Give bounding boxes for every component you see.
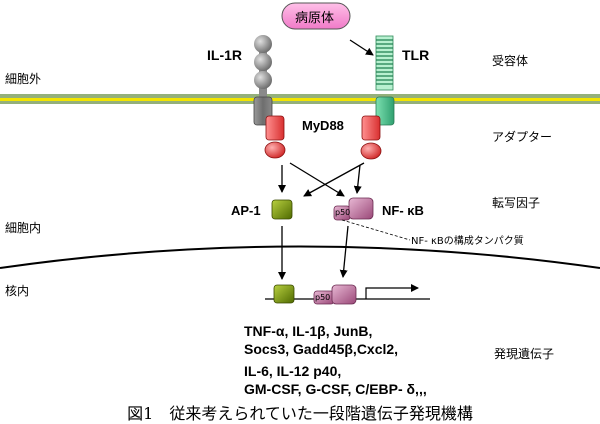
- nuclear-import-arrows: [278, 225, 349, 280]
- arrow-pathogen-to-tlr: [349, 39, 374, 56]
- receptor-category-label: 受容体: [492, 54, 529, 68]
- gene-line-2: Socs3, Gadd45β,Cxcl2,: [244, 341, 399, 357]
- ap1-protein: [271, 199, 293, 220]
- figure-caption: 図1 従来考えられていた一段階遺伝子発現機構: [127, 404, 473, 423]
- il1r-label: IL-1R: [207, 47, 242, 63]
- tlr-receptor: [375, 35, 395, 126]
- gene-list: TNF-α, IL-1β, JunB, Socs3, Gadd45β,Cxcl2…: [244, 322, 398, 358]
- gene-line-3: IL-6, IL-12 p40,: [244, 363, 342, 379]
- gene-expression-category-label: 発現遺伝子: [494, 347, 555, 361]
- il1r-receptor: [253, 35, 273, 126]
- cell-membrane: [0, 94, 600, 104]
- gene-line-4: GM-CSF, G-CSF, C/EBP- δ,,,: [244, 381, 427, 397]
- pathogen-node: [281, 2, 351, 30]
- signal-arrows: [278, 162, 365, 197]
- annotation-leader: [341, 219, 411, 241]
- extracellular-label: 細胞外: [5, 72, 42, 86]
- nucleus-label: 核内: [5, 284, 30, 298]
- transcription-factor-category-label: 転写因子: [492, 196, 541, 210]
- nfkb-component-annotation: NF- κBの構成タンパク質: [411, 236, 524, 247]
- p50-label-cytoplasm: p50: [335, 208, 351, 217]
- nfkb-complex: [333, 197, 374, 221]
- p50-label-nucleus: p50: [315, 293, 331, 302]
- nuclear-membrane: [0, 245, 600, 269]
- myd88-label: MyD88: [302, 118, 344, 133]
- gene-list-2: IL-6, IL-12 p40, GM-CSF, G-CSF, C/EBP- δ…: [244, 362, 427, 398]
- myd88-right: [360, 115, 382, 160]
- ap1-label: AP-1: [231, 203, 261, 218]
- adapter-category-label: アダプター: [492, 130, 553, 144]
- gene-line-1: TNF-α, IL-1β, JunB,: [244, 323, 373, 339]
- tlr-label: TLR: [402, 47, 430, 63]
- dna-promoter: [265, 284, 430, 305]
- intracellular-label: 細胞内: [5, 221, 42, 235]
- myd88-left: [264, 115, 286, 159]
- pathogen-label: 病原体: [295, 11, 335, 26]
- nfkb-label: NF- κB: [382, 203, 424, 218]
